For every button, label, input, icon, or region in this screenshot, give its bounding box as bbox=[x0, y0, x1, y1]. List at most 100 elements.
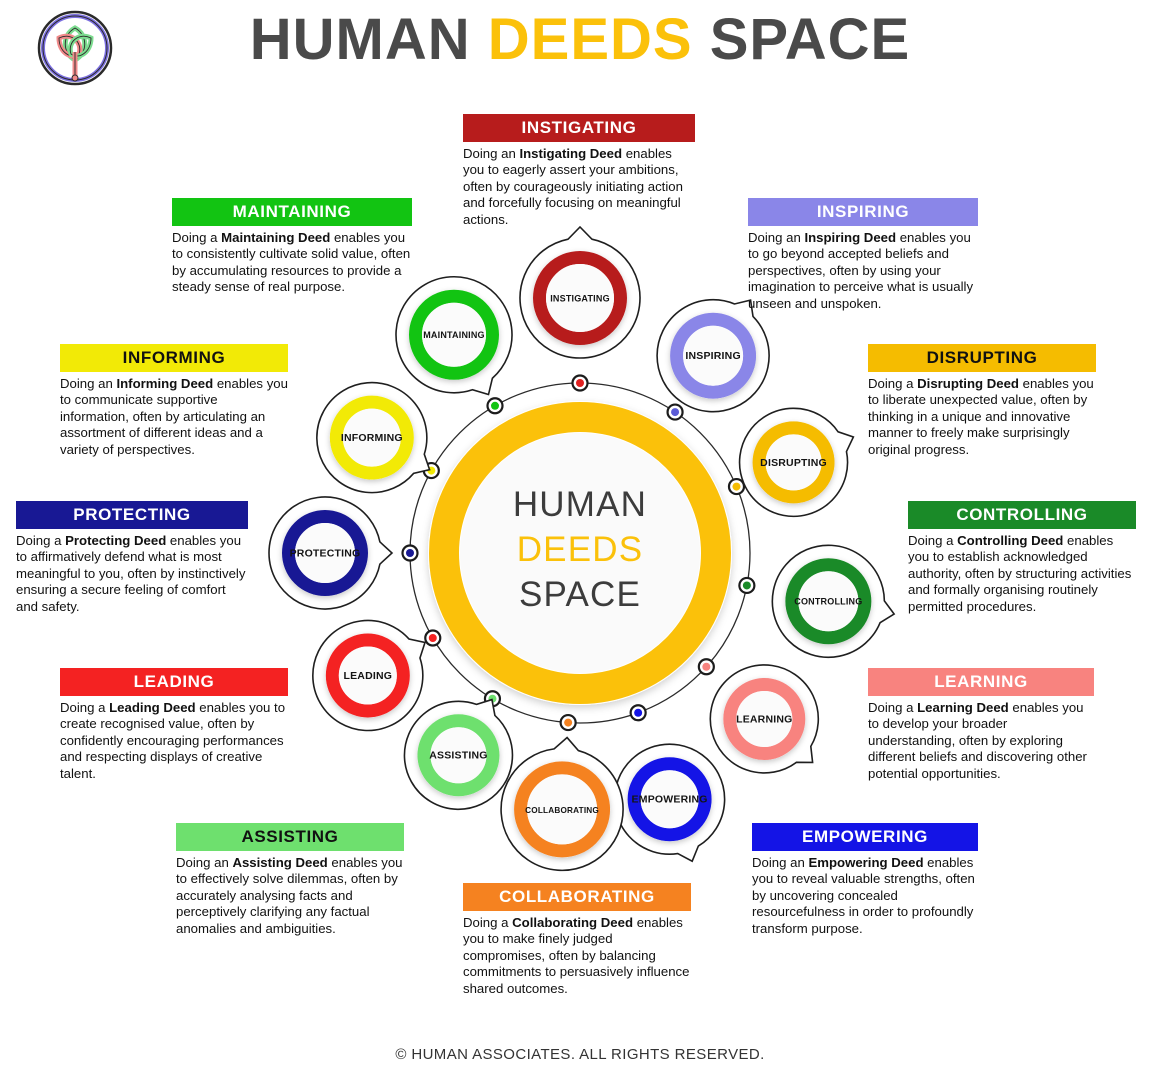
node-inner-maintaining bbox=[422, 302, 486, 367]
deed-body-rest-informing: enables you to communicate supportive in… bbox=[60, 376, 288, 457]
deed-body-rest-leading: enables you to create recognised value, … bbox=[60, 700, 286, 781]
hub-line-space: SPACE bbox=[519, 575, 641, 614]
deed-node-inspiring[interactable]: INSPIRING bbox=[656, 298, 770, 413]
node-inner-protecting bbox=[295, 523, 355, 583]
node-ring-instigating bbox=[533, 251, 627, 345]
hub-gold-ring bbox=[429, 402, 731, 704]
node-inner-leading bbox=[338, 646, 397, 705]
page-header: HUMAN DEEDS SPACE bbox=[0, 0, 1160, 95]
node-ring-learning bbox=[723, 677, 806, 760]
deed-block-body-informing: Doing an Informing Deed enables you to c… bbox=[60, 372, 288, 458]
node-ring-collaborating bbox=[514, 761, 611, 858]
deed-body-bold-informing: Informing Deed bbox=[116, 376, 214, 391]
deed-body-rest-inspiring: enables you to go beyond accepted belief… bbox=[748, 230, 974, 311]
deed-body-bold-learning: Learning Deed bbox=[917, 700, 1009, 715]
node-label-disrupting: DISRUPTING bbox=[760, 457, 827, 469]
deed-block-header-leading: LEADING bbox=[60, 668, 288, 696]
node-ring-disrupting bbox=[752, 421, 835, 504]
title-word-deeds: DEEDS bbox=[487, 7, 693, 72]
deed-node-controlling[interactable]: CONTROLLING bbox=[771, 544, 896, 659]
node-label-inspiring: INSPIRING bbox=[685, 350, 740, 362]
connector-dot-fill-controlling bbox=[742, 581, 751, 590]
deed-node-learning[interactable]: LEARNING bbox=[709, 664, 820, 774]
deed-node-maintaining[interactable]: MAINTAINING bbox=[395, 275, 513, 396]
deed-body-bold-inspiring: Inspiring Deed bbox=[804, 230, 897, 245]
node-inner-assisting bbox=[430, 727, 487, 784]
deed-node-protecting[interactable]: PROTECTING bbox=[268, 496, 394, 610]
deed-body-bold-assisting: Assisting Deed bbox=[232, 855, 328, 870]
deed-block-header-empowering: EMPOWERING bbox=[752, 823, 978, 851]
deed-body-lead-assisting: Doing an bbox=[176, 855, 233, 870]
deed-block-body-collaborating: Doing a Collaborating Deed enables you t… bbox=[463, 911, 691, 997]
deed-body-lead-protecting: Doing a bbox=[16, 533, 66, 548]
connector-dot-fill-instigating bbox=[576, 379, 584, 387]
connector-dot-fill-empowering bbox=[634, 708, 643, 717]
deed-node-disrupting[interactable]: DISRUPTING bbox=[738, 407, 855, 518]
deed-body-rest-assisting: enables you to effectively solve dilemma… bbox=[176, 855, 403, 936]
hub-inner-disc bbox=[460, 433, 700, 673]
deed-body-bold-disrupting: Disrupting Deed bbox=[917, 376, 1019, 391]
deed-node-empowering[interactable]: EMPOWERING bbox=[613, 743, 726, 863]
deed-node-instigating[interactable]: INSTIGATING bbox=[519, 225, 641, 359]
node-label-protecting: PROTECTING bbox=[290, 547, 361, 559]
deed-body-lead-disrupting: Doing a bbox=[868, 376, 918, 391]
connector-dot-fill-learning bbox=[702, 662, 711, 671]
node-inner-informing bbox=[342, 408, 401, 467]
deed-body-lead-leading: Doing a bbox=[60, 700, 110, 715]
node-label-maintaining: MAINTAINING bbox=[423, 330, 485, 340]
node-label-instigating: INSTIGATING bbox=[550, 293, 610, 303]
deed-block-body-assisting: Doing an Assisting Deed enables you to e… bbox=[176, 851, 404, 937]
node-ring-protecting bbox=[282, 510, 368, 596]
connector-dot-fill-disrupting bbox=[732, 482, 741, 491]
title-word-human: HUMAN bbox=[249, 7, 471, 72]
deed-block-body-protecting: Doing a Protecting Deed enables you to a… bbox=[16, 529, 248, 615]
celtic-knot-tree-logo-icon bbox=[35, 8, 115, 88]
deed-body-rest-learning: enables you to develop your broader unde… bbox=[868, 700, 1087, 781]
deed-node-collaborating[interactable]: COLLABORATING bbox=[500, 736, 624, 872]
node-ring-controlling bbox=[785, 558, 872, 645]
connector-dot-fill-maintaining bbox=[491, 401, 499, 410]
connector-dot-fill-leading bbox=[428, 634, 437, 642]
deed-block-header-informing: INFORMING bbox=[60, 344, 288, 372]
deed-body-lead-maintaining: Doing a bbox=[172, 230, 222, 245]
node-label-leading: LEADING bbox=[343, 670, 392, 682]
node-inner-collaborating bbox=[527, 774, 598, 845]
deed-body-bold-maintaining: Maintaining Deed bbox=[221, 230, 331, 245]
deed-body-lead-informing: Doing an bbox=[60, 376, 117, 391]
hub-line-human: HUMAN bbox=[513, 485, 647, 524]
deed-block-body-leading: Doing a Leading Deed enables you to crea… bbox=[60, 696, 288, 782]
deed-body-lead-controlling: Doing a bbox=[908, 533, 958, 548]
deed-body-bold-leading: Leading Deed bbox=[109, 700, 196, 715]
deed-block-header-disrupting: DISRUPTING bbox=[868, 344, 1096, 372]
connector-dot-fill-inspiring bbox=[671, 408, 680, 417]
deed-block-header-collaborating: COLLABORATING bbox=[463, 883, 691, 911]
deed-block-header-inspiring: INSPIRING bbox=[748, 198, 978, 226]
deed-node-informing[interactable]: INFORMING bbox=[316, 381, 431, 494]
deed-node-leading[interactable]: LEADING bbox=[312, 619, 427, 732]
deed-block-header-learning: LEARNING bbox=[868, 668, 1094, 696]
node-label-empowering: EMPOWERING bbox=[632, 794, 708, 806]
deed-block-header-assisting: ASSISTING bbox=[176, 823, 404, 851]
node-label-assisting: ASSISTING bbox=[429, 750, 487, 762]
deed-body-bold-instigating: Instigating Deed bbox=[519, 146, 623, 161]
hub-line-deeds: DEEDS bbox=[517, 530, 644, 569]
deed-body-rest-instigating: enables you to eagerly assert your ambit… bbox=[463, 146, 683, 227]
node-inner-instigating bbox=[546, 264, 614, 332]
deed-block-body-instigating: Doing an Instigating Deed enables you to… bbox=[463, 142, 695, 228]
node-inner-inspiring bbox=[683, 325, 744, 386]
deed-node-assisting[interactable]: ASSISTING bbox=[403, 698, 514, 811]
node-ring-informing bbox=[329, 395, 414, 480]
deed-body-rest-protecting: enables you to affirmatively defend what… bbox=[16, 533, 246, 614]
deed-block-header-maintaining: MAINTAINING bbox=[172, 198, 412, 226]
deed-body-bold-collaborating: Collaborating Deed bbox=[512, 915, 634, 930]
deed-block-body-maintaining: Doing a Maintaining Deed enables you to … bbox=[172, 226, 412, 296]
node-inner-empowering bbox=[640, 770, 699, 829]
node-inner-learning bbox=[736, 690, 793, 747]
